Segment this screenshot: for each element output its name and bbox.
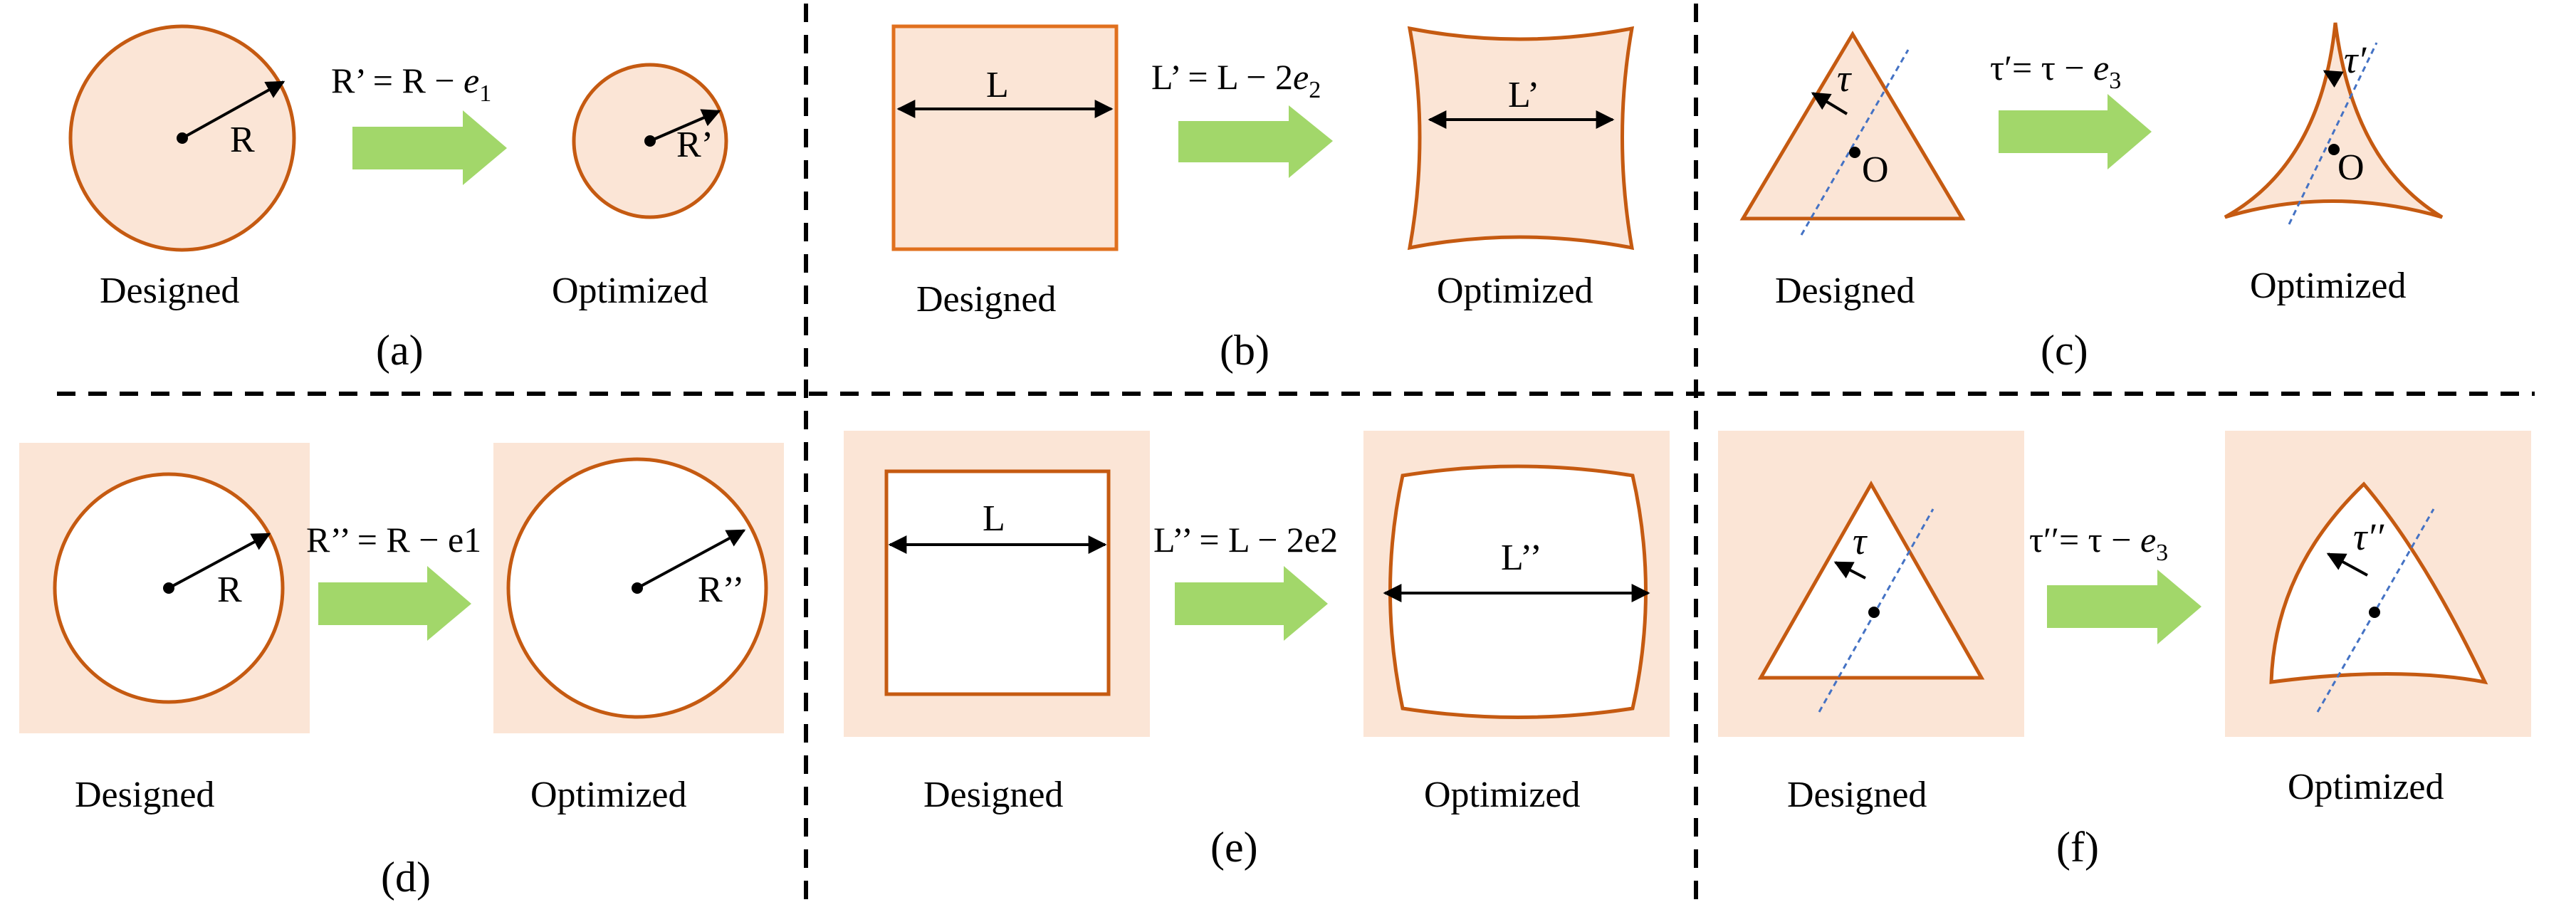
transform-arrow bbox=[318, 566, 471, 641]
equation: R’ = R − e1 bbox=[331, 61, 491, 107]
optimized-dimension-label: τ′ bbox=[2344, 38, 2367, 81]
designed-label: Designed bbox=[1787, 775, 1927, 815]
transform-arrow bbox=[1175, 566, 1328, 641]
transform-arrow bbox=[352, 110, 507, 185]
transform-arrow bbox=[2047, 570, 2201, 644]
panel-tag: (a) bbox=[376, 327, 424, 374]
designed-label: Designed bbox=[923, 775, 1063, 815]
optimized-dimension-label: R’ bbox=[676, 125, 713, 165]
radius-arrow bbox=[637, 529, 746, 590]
designed-square bbox=[884, 469, 1111, 696]
center-dot bbox=[2328, 144, 2340, 155]
thickness-arrow bbox=[2323, 70, 2344, 88]
center-dot bbox=[1849, 147, 1860, 158]
optimized-label: Optimized bbox=[2250, 266, 2407, 306]
center-dot bbox=[1868, 607, 1880, 618]
equation: L’’ = L − 2e2 bbox=[1153, 520, 1338, 560]
panel-tag: (c) bbox=[2041, 327, 2088, 374]
optimized-label: Optimized bbox=[1437, 271, 1593, 311]
designed-dimension-label: R bbox=[217, 570, 242, 610]
radius-arrow bbox=[182, 80, 286, 140]
designed-dimension-label: L bbox=[983, 498, 1005, 539]
optimized-label: Optimized bbox=[2288, 767, 2444, 807]
optimized-dimension-label: L’’ bbox=[1501, 538, 1542, 578]
panel-dividers bbox=[57, 4, 2535, 911]
optimized-concave-square bbox=[1407, 26, 1635, 251]
transform-arrow bbox=[1999, 94, 2152, 169]
optimized-dimension-label: L’ bbox=[1508, 75, 1539, 115]
panel-f: τ τ′′= τ − e3 τ′′ Designed Optimized (f) bbox=[1718, 431, 2531, 871]
designed-dimension-label: L bbox=[986, 65, 1009, 105]
panel-b: L L’ = L − 2e2 L’ Designed Optimized (b) bbox=[891, 24, 1635, 374]
designed-dimension-label: τ bbox=[1837, 57, 1852, 100]
center-label: O bbox=[1862, 150, 1889, 190]
designed-dimension-label: τ bbox=[1853, 520, 1868, 562]
designed-label: Designed bbox=[1775, 271, 1915, 311]
optimized-label: Optimized bbox=[530, 775, 687, 815]
symmetry-axis bbox=[1818, 508, 1934, 713]
symmetry-axis bbox=[2288, 42, 2378, 225]
radius-arrow bbox=[649, 109, 721, 142]
designed-label: Designed bbox=[100, 271, 239, 311]
equation: τ′′= τ − e3 bbox=[2029, 520, 2168, 566]
panel-tag: (e) bbox=[1210, 824, 1258, 871]
designed-label: Designed bbox=[916, 279, 1056, 320]
panel-tag: (f) bbox=[2056, 824, 2099, 871]
center-dot bbox=[2369, 607, 2380, 618]
panel-d: R R’’ = R − e1 R’’ Designed Optimized (d… bbox=[19, 443, 784, 901]
panel-c: τ O τ′= τ − e3 τ′ O Designed Optimized (… bbox=[1739, 22, 2444, 374]
symmetry-axis bbox=[2316, 508, 2435, 713]
thickness-arrow bbox=[2326, 552, 2368, 577]
optimized-dimension-label: R’’ bbox=[698, 570, 744, 610]
optimized-label: Optimized bbox=[1424, 775, 1581, 815]
designed-label: Designed bbox=[75, 775, 214, 815]
panel-tag: (d) bbox=[381, 854, 431, 901]
radius-arrow bbox=[168, 533, 271, 590]
designed-dimension-label: R bbox=[230, 120, 255, 160]
thickness-arrow bbox=[1833, 561, 1866, 580]
optimized-reuleaux-triangle bbox=[2269, 481, 2488, 685]
panel-tag: (b) bbox=[1220, 327, 1269, 374]
designed-square bbox=[891, 24, 1119, 251]
equation: L’ = L − 2e2 bbox=[1151, 57, 1321, 103]
designed-triangle bbox=[1739, 31, 1966, 221]
equation: τ′= τ − e3 bbox=[1990, 48, 2121, 94]
optimized-dimension-label: τ′′ bbox=[2353, 515, 2384, 558]
transform-arrow bbox=[1178, 105, 1333, 178]
designed-triangle-hole bbox=[1757, 480, 1985, 680]
optimized-concave-triangle bbox=[2224, 22, 2444, 219]
panel-e: L L’’ = L − 2e2 L’’ Designed Optimized (… bbox=[844, 431, 1670, 871]
optimized-label: Optimized bbox=[552, 271, 708, 311]
center-label: O bbox=[2337, 147, 2365, 188]
equation: R’’ = R − e1 bbox=[306, 520, 481, 560]
panel-a: R R’ = R − e1 R’ Designed Optimized (a) bbox=[68, 24, 728, 374]
thickness-arrow bbox=[1811, 92, 1848, 115]
